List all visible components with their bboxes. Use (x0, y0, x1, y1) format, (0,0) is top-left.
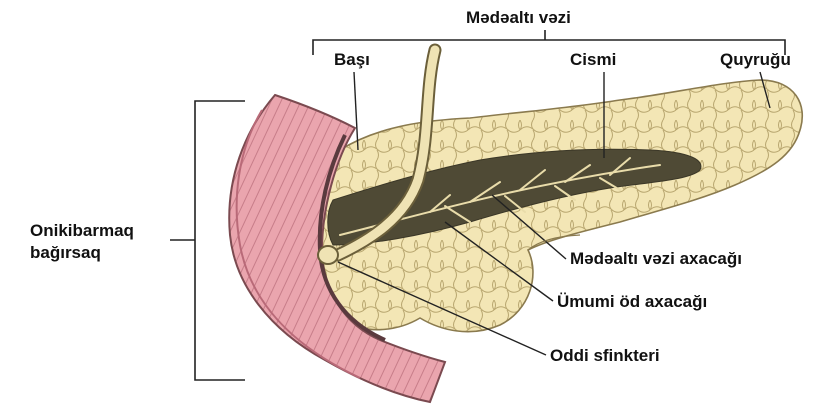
label-duodenum: Onikibarmaq bağırsaq (30, 220, 134, 264)
label-pancreas: Mədəaltı vəzi (466, 8, 571, 28)
label-tail: Quyruğu (720, 50, 791, 70)
label-pancreatic-duct: Mədəaltı vəzi axacağı (570, 249, 742, 269)
label-duodenum-line1: Onikibarmaq (30, 220, 134, 242)
gland-bracket (313, 30, 785, 55)
label-body: Cismi (570, 50, 616, 70)
ampulla (318, 246, 338, 264)
label-sphincter-of-oddi: Oddi sfinkteri (550, 346, 660, 366)
label-duodenum-line2: bağırsaq (30, 242, 134, 264)
label-common-bile-duct: Ümumi öd axacağı (557, 292, 707, 312)
label-head: Başı (334, 50, 370, 70)
